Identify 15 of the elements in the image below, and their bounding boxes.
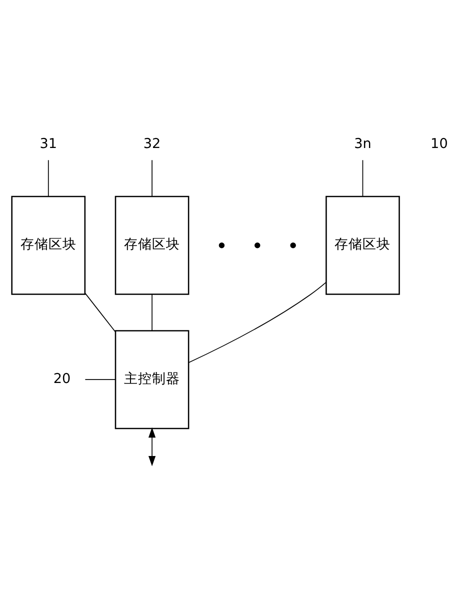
node-text: 31: [40, 135, 58, 152]
connector: [362, 159, 364, 196]
connector: [84, 378, 116, 380]
label: 10: [430, 135, 448, 152]
node-box: 存储区块: [11, 195, 86, 294]
node-text: 20: [53, 370, 71, 386]
node-text: 3n: [354, 135, 372, 152]
connector: [48, 159, 49, 196]
arrow: [148, 426, 156, 466]
connector: [84, 292, 116, 332]
node-box: 主控制器: [114, 330, 190, 429]
node-box: 存储区块: [326, 195, 400, 294]
connector: [188, 281, 326, 363]
node-box: 存储区块: [114, 195, 190, 294]
node-text: 32: [143, 135, 161, 152]
